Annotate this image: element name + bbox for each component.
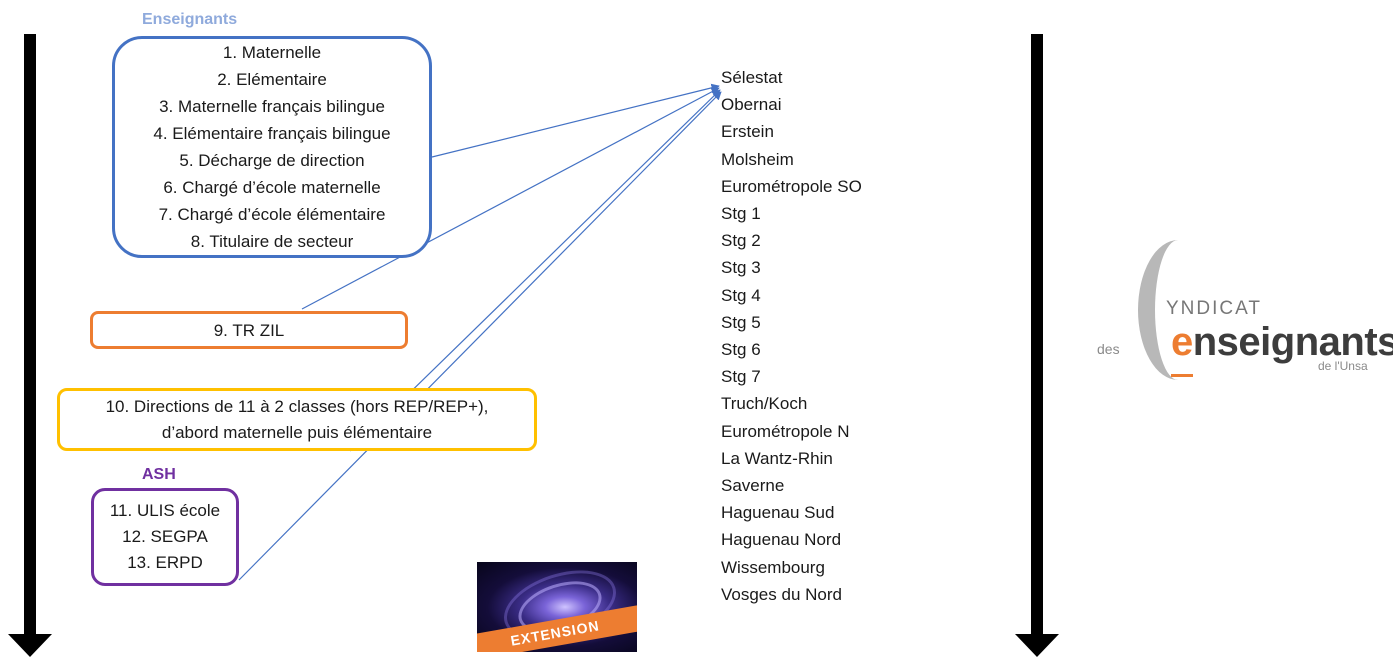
ash-title: ASH [142, 466, 176, 483]
enseignants-box: 1. Maternelle 2. Elémentaire 3. Maternel… [112, 36, 432, 258]
list-item: Stg 2 [721, 231, 761, 251]
logo-bar [1171, 374, 1193, 377]
list-item: La Wantz-Rhin [721, 448, 833, 468]
list-item: Erstein [721, 122, 774, 142]
list-item: 5. Décharge de direction [179, 151, 365, 170]
list-item: 13. ERPD [127, 553, 203, 572]
list-item: Obernai [721, 95, 782, 115]
logo-main-first: e [1171, 320, 1193, 364]
directions-line-2: d’abord maternelle puis élémentaire [161, 422, 433, 442]
list-item: 1. Maternelle [222, 43, 322, 62]
list-item: Saverne [721, 476, 785, 496]
list-item: Stg 5 [721, 312, 761, 332]
list-item: Vosges du Nord [721, 584, 842, 604]
list-item: Eurométropole N [721, 421, 850, 441]
logo-des: des [1097, 341, 1120, 357]
list-item: Stg 6 [721, 340, 761, 360]
galaxy-image: EXTENSION [477, 562, 637, 652]
ash-box: 11. ULIS école 12. SEGPA 13. ERPD [91, 488, 239, 586]
list-item: 8. Titulaire de secteur [190, 232, 354, 251]
logo-unsa: de l'Unsa [1318, 359, 1368, 373]
list-item: 11. ULIS école [109, 501, 221, 520]
list-item: Haguenau Sud [721, 503, 835, 523]
list-item: Sélestat [721, 68, 783, 87]
enseignants-title: Enseignants [142, 11, 238, 28]
connector-enseignants [431, 83, 720, 158]
down-arrow-icon [8, 34, 52, 657]
list-item: 6. Chargé d’école maternelle [163, 178, 381, 197]
logo-yndicat: YNDICAT [1166, 298, 1262, 319]
list-item: 3. Maternelle français bilingue [159, 97, 385, 116]
list-item: Stg 4 [721, 285, 761, 305]
list-item: 2. Elémentaire [217, 70, 327, 89]
list-item: Wissembourg [721, 557, 825, 577]
tr-zil-box: 9. TR ZIL [90, 311, 408, 349]
logo-main: enseignants [1171, 320, 1393, 365]
list-item: 7. Chargé d’école élémentaire [158, 205, 386, 224]
list-item: 9. TR ZIL [213, 320, 285, 340]
logo-main-rest: nseignants [1192, 320, 1393, 364]
list-item: 4. Elémentaire français bilingue [153, 124, 391, 143]
list-item: Molsheim [721, 149, 794, 169]
list-item: Stg 7 [721, 367, 761, 387]
syndicat-logo: YNDICAT des enseignants de l'Unsa [1090, 240, 1393, 385]
list-item: Haguenau Nord [721, 530, 842, 550]
list-item: 12. SEGPA [122, 527, 208, 546]
city-list: Sélestat Obernai Erstein Molsheim Euromé… [721, 64, 862, 608]
directions-line-1: 10. Directions de 11 à 2 classes (hors R… [105, 396, 489, 416]
list-item: Truch/Koch [721, 394, 808, 414]
list-item: Stg 1 [721, 204, 761, 224]
list-item: Eurométropole SO [721, 176, 862, 196]
list-item: Stg 3 [721, 258, 761, 278]
directions-box: 10. Directions de 11 à 2 classes (hors R… [57, 388, 537, 451]
down-arrow-icon [1015, 34, 1059, 657]
